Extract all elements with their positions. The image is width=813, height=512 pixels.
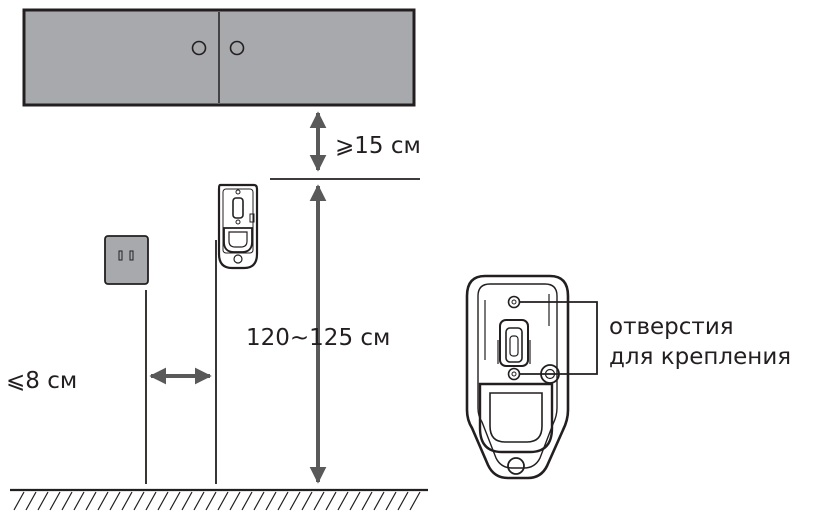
holes-label-line2: для крепления	[609, 344, 791, 370]
wall-cabinet	[22, 8, 416, 107]
cabinet-knob-right	[229, 40, 245, 56]
mounting-hole-top	[507, 295, 521, 309]
mounting-hole-bottom	[507, 367, 521, 381]
cabinet-knob-left	[191, 40, 207, 56]
socket-distance-label: ⩽8 см	[6, 368, 77, 394]
power-socket	[104, 235, 149, 285]
indicator-light	[507, 457, 525, 475]
holes-callout-bracket	[520, 301, 598, 375]
charger-small	[217, 183, 259, 270]
charger-large	[465, 274, 570, 480]
floor-hatch	[10, 488, 428, 511]
cabinet-clearance-label: ⩾15 см	[335, 133, 421, 159]
holes-label-line1: отверстия	[609, 314, 734, 340]
mount-height-label: 120~125 см	[246, 325, 390, 351]
